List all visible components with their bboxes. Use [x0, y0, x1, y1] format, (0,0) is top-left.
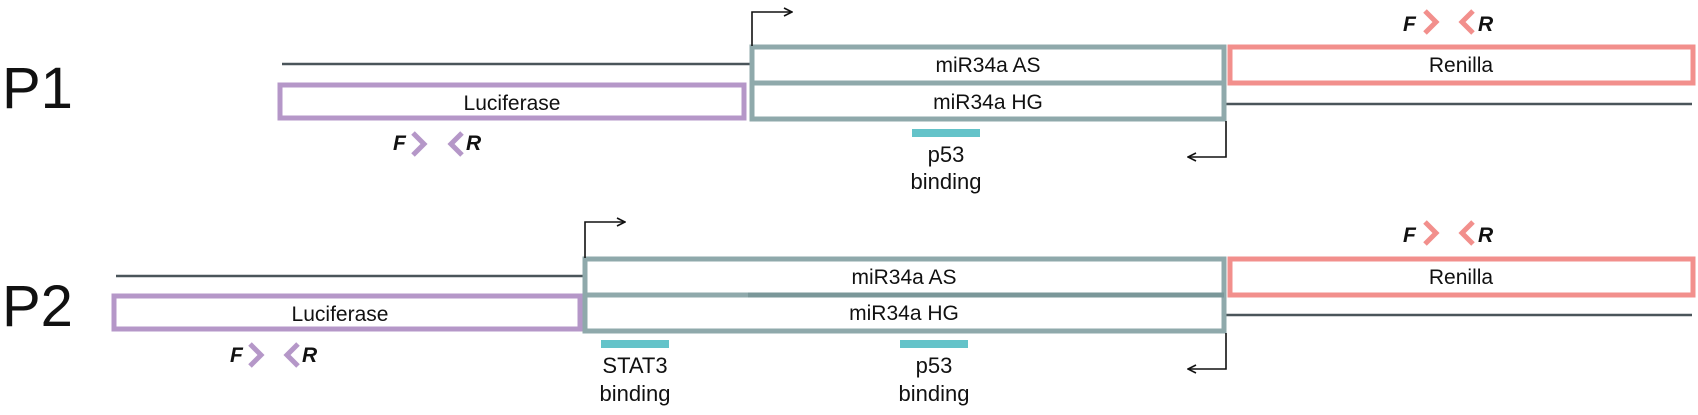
mir34a-hg-box [749, 80, 1227, 122]
construct-label-p2: P2 [2, 274, 73, 339]
renilla-box [1227, 256, 1696, 298]
mir34a-hg-label: miR34a HG [933, 91, 1043, 114]
mir34a-hg-label: miR34a HG [849, 302, 959, 325]
luciferase-label: Luciferase [464, 92, 561, 115]
construct-p1: P1 Luciferase miR34a AS miR34a HG Renill… [2, 9, 1696, 194]
stat3-binding-bar [601, 340, 669, 348]
mir34a-as-label: miR34a AS [935, 54, 1040, 77]
primer-reverse-chevron [1458, 9, 1475, 35]
primer-f-label: F [393, 132, 407, 155]
renilla-label: Renilla [1429, 54, 1494, 77]
tss-reverse-arrow [1188, 121, 1227, 157]
primer-f-label: F [230, 344, 244, 367]
p53-binding-bar [900, 340, 968, 348]
tss-forward-arrow [751, 12, 792, 46]
primer-forward-chevron [411, 131, 428, 157]
p53-binding-label-line2: binding [899, 381, 970, 406]
tss-forward-arrow [584, 222, 625, 258]
primer-f-label: F [1403, 224, 1417, 247]
p53-binding-label-line1: p53 [916, 353, 953, 378]
primer-reverse-chevron [447, 131, 464, 157]
primer-r-label: R [1478, 13, 1494, 36]
luciferase-label: Luciferase [292, 303, 389, 326]
primer-reverse-chevron [1458, 220, 1475, 246]
renilla-box [1227, 44, 1696, 86]
primer-r-label: R [302, 344, 318, 367]
stat3-binding-label-line2: binding [600, 381, 671, 406]
renilla-label: Renilla [1429, 266, 1494, 289]
p53-binding-label-line1: p53 [928, 142, 965, 167]
mir34a-as-label: miR34a AS [851, 266, 956, 289]
construct-p2: P2 Luciferase miR34a AS miR34a HG Renill… [2, 220, 1696, 406]
primer-f-label: F [1403, 13, 1417, 36]
primer-forward-chevron [248, 342, 265, 368]
p53-binding-label-line2: binding [911, 169, 982, 194]
luciferase-box [277, 82, 747, 121]
p53-binding-bar [912, 129, 980, 137]
tss-reverse-arrow [1188, 333, 1227, 369]
luciferase-box [111, 293, 583, 332]
primer-forward-chevron [1423, 220, 1440, 246]
primer-reverse-chevron [283, 342, 300, 368]
construct-label-p1: P1 [2, 56, 73, 121]
primer-forward-chevron [1423, 9, 1440, 35]
primer-r-label: R [466, 132, 482, 155]
stat3-binding-label-line1: STAT3 [602, 353, 667, 378]
primer-r-label: R [1478, 224, 1494, 247]
